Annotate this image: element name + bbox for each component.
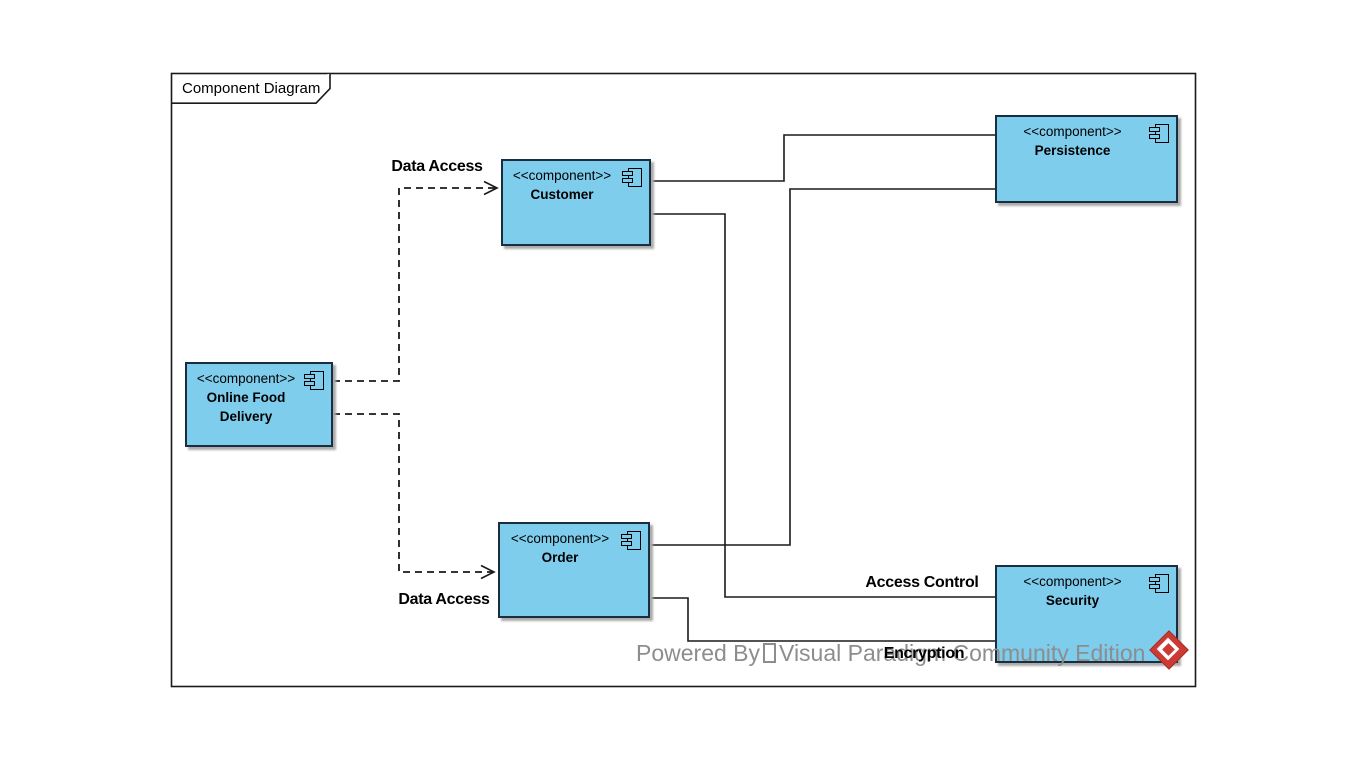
component-icon-tab [621, 534, 632, 539]
component-icon [621, 531, 641, 551]
component-text: <<component>> Order [502, 530, 618, 567]
component-icon [1149, 574, 1169, 594]
component-icon-tab [621, 541, 632, 546]
component-persistence: <<component>> Persistence [995, 115, 1178, 203]
watermark-text-right: Visual Paradigm Community Edition [779, 640, 1146, 666]
component-text: <<component>> Online Food Delivery [189, 370, 303, 426]
component-text: <<component>> Security [999, 573, 1146, 610]
frame-title-tab [171, 73, 331, 104]
stereotype-label: <<component>> [1023, 124, 1122, 139]
component-icon-body [1155, 574, 1169, 593]
arrowhead-into-customer [483, 180, 499, 196]
connector-customer-persistence [650, 134, 996, 182]
component-icon [304, 371, 324, 391]
connector-ofd-customer [333, 187, 495, 382]
component-name: Security [1045, 593, 1100, 608]
component-icon-tab [1149, 134, 1160, 139]
component-text: <<component>> Customer [505, 167, 619, 204]
component-name: Customer [530, 187, 594, 202]
stereotype-label: <<component>> [510, 531, 610, 546]
component-icon-tab [304, 374, 315, 379]
connector-customer-security [650, 213, 996, 598]
frame-border [170, 72, 1197, 688]
component-icon-tab [304, 381, 315, 386]
component-name: Persistence [1034, 143, 1111, 158]
edge-label-data-access-bottom: Data Access [398, 591, 490, 608]
arrowhead-into-order [480, 564, 496, 580]
component-icon-tab [1149, 127, 1160, 132]
connector-order-persistence [650, 188, 996, 546]
component-name: Order [541, 550, 579, 565]
stereotype-label: <<component>> [196, 371, 296, 386]
component-icon [1149, 124, 1169, 144]
component-online-food-delivery: <<component>> Online Food Delivery [185, 362, 333, 447]
component-icon-tab [1149, 577, 1160, 582]
component-text: <<component>> Persistence [999, 123, 1146, 160]
component-name: Delivery [219, 409, 273, 424]
watermark-text-left: Powered By [636, 640, 761, 666]
component-icon-body [1155, 124, 1169, 143]
component-icon-body [627, 531, 641, 550]
component-icon [622, 168, 642, 188]
component-name: Online Food [206, 390, 286, 405]
component-security: <<component>> Security [995, 565, 1178, 663]
component-icon-tab [622, 171, 633, 176]
component-icon-body [628, 168, 642, 187]
frame-title: Component Diagram [182, 80, 321, 97]
component-icon-tab [622, 178, 633, 183]
stereotype-label: <<component>> [1023, 574, 1122, 589]
watermark: Powered By Visual Paradigm Community Edit… [636, 640, 1145, 667]
edge-label-access-control: Access Control [865, 574, 979, 591]
edge-label-data-access-top: Data Access [391, 158, 483, 175]
connector-order-security [650, 597, 996, 642]
component-customer: <<component>> Customer [501, 159, 651, 246]
component-icon-body [310, 371, 324, 390]
stereotype-label: <<component>> [512, 168, 612, 183]
component-icon-tab [1149, 584, 1160, 589]
component-order: <<component>> Order [498, 522, 650, 618]
visual-paradigm-logo [1149, 630, 1189, 670]
missing-glyph-box [763, 643, 777, 663]
edge-label-encryption: Encryption [883, 645, 965, 662]
connector-ofd-order [333, 413, 492, 573]
